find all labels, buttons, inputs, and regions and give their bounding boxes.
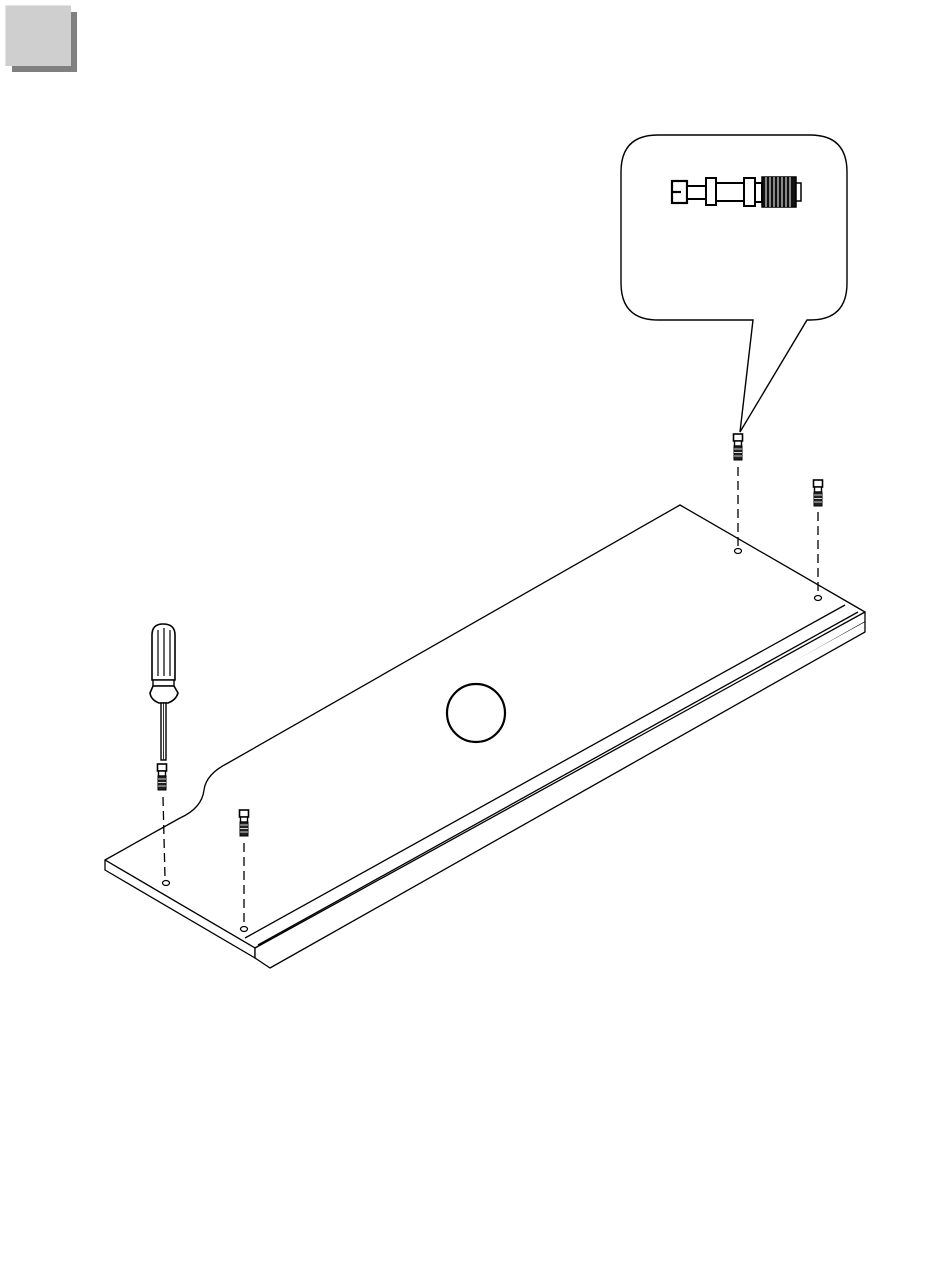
hole-back-left (735, 549, 742, 554)
hole-back-right (815, 596, 822, 601)
bolt-front-left (158, 764, 167, 790)
bolt-front-mid (240, 810, 249, 836)
part-marker-circle (447, 684, 505, 742)
callout-bubble (621, 135, 847, 432)
bolt-back-right (814, 480, 823, 506)
hole-front-mid (241, 927, 248, 932)
hole-front-left (163, 881, 170, 886)
screwdriver-icon (150, 624, 178, 760)
bolt-back-left (734, 434, 743, 460)
